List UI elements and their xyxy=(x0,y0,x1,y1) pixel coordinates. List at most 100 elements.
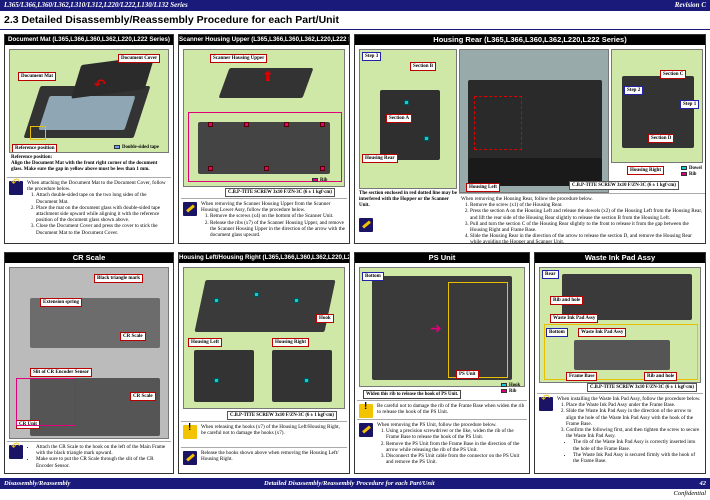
screwdriver-icon xyxy=(183,202,197,216)
legend-dowel-text: Dowel xyxy=(689,166,702,172)
legend-rib-text: Rib xyxy=(509,389,517,395)
housing-lr-instructions: Release the hooks shown above when remov… xyxy=(181,447,347,465)
ps-unit-warning: Be careful not to damage the rib of the … xyxy=(357,400,527,418)
reference-note-body: Align the Document Mat with the front ri… xyxy=(11,161,158,172)
panel-title: PS Unit xyxy=(355,253,529,263)
legend-dowel-rib: Dowel Rib xyxy=(681,166,702,178)
reassembly-icon xyxy=(9,444,23,459)
label-document-cover: Document Cover xyxy=(118,54,161,63)
label-hook: Hook xyxy=(316,314,334,323)
instr-sub-bullets: The rib of the Waste Ink Pad Assy is cor… xyxy=(573,439,701,464)
caution-icon xyxy=(183,425,197,439)
rib-swatch xyxy=(681,172,687,177)
header-revision: Revision C xyxy=(674,1,706,9)
instr-intro: When attaching the Document Mat to the D… xyxy=(27,180,166,193)
label-extension-spring: Extension spring xyxy=(40,298,82,307)
waste-ink-pad xyxy=(574,340,670,370)
legend-rib-text: Rib xyxy=(320,178,328,184)
footer-middle: Detailed Disassembly/Reassembly Procedur… xyxy=(264,480,435,487)
instr-steps: Using a precision screwdriver or the lik… xyxy=(386,428,525,465)
waste-ink-photo: Rear Rib and hole Waste Ink Pad Assy Bot… xyxy=(539,267,701,383)
label-housing-left: Housing Left xyxy=(466,183,500,192)
instr-step: Pull and turn the section C of the Housi… xyxy=(470,221,703,233)
ps-unit-caption: Widen this rib to release the hook of PS… xyxy=(363,390,462,399)
instr-steps: Remove the screw (x1) of the Housing Rea… xyxy=(470,202,703,243)
dowel-marker xyxy=(424,136,429,141)
hook-marker xyxy=(294,298,299,303)
label-cr-scale-a: CR Scale xyxy=(120,332,146,341)
section-divider xyxy=(0,29,710,30)
detail-frame xyxy=(544,324,698,380)
screw-spec: C.B.P-TITE SCREW 3x10 F/ZN-3C (6 ± 1 kgf… xyxy=(227,411,337,420)
legend-double-sided-tape: Double-sided tape xyxy=(114,145,159,151)
reference-note-title: Reference position: xyxy=(11,155,53,160)
instr-step: Release the ribs (x7) of the Scanner Hou… xyxy=(210,220,345,239)
section-title: 2.3 Detailed Disassembly/Reassembly Proc… xyxy=(4,14,339,26)
interference-zone xyxy=(474,96,522,150)
dowel-marker xyxy=(404,100,409,105)
rib-marker xyxy=(264,166,269,171)
housing-left-part xyxy=(194,350,254,402)
hook-swatch xyxy=(501,383,507,387)
frame-base xyxy=(372,276,512,380)
instr-step: Remove the screws (x4) on the bottom of … xyxy=(210,213,345,219)
footer-bar: Disassembly/Reassembly Detailed Disassem… xyxy=(0,478,710,489)
document-mat-photo: ↶ Document Cover Document Mat Reference … xyxy=(9,49,169,153)
panel-title: Housing Rear (L365,L366,L360,L362,L220,L… xyxy=(355,35,705,45)
label-frame-base: Frame Base xyxy=(566,372,598,381)
label-document-mat: Document Mat xyxy=(18,72,57,81)
label-waste-ink-pad-assy: Waste Ink Pad Assy xyxy=(550,314,599,323)
detail-frame xyxy=(16,378,76,426)
instr-bullet: Make sure to put the CR Scale through th… xyxy=(36,456,169,468)
instr-step: Slide the Housing Rear in the direction … xyxy=(470,233,703,243)
panel-title: Scanner Housing Upper (L365,L366,L360,L3… xyxy=(179,35,349,45)
instr-steps: Attach double-sided tape on the two long… xyxy=(36,192,169,235)
legend-rib-text: Rib xyxy=(689,172,697,178)
instr-step: Attach double-sided tape on the two long… xyxy=(36,192,169,204)
rib-swatch xyxy=(501,389,507,394)
label-housing-right: Housing Right xyxy=(627,166,664,175)
screwdriver-icon xyxy=(359,423,373,437)
housing-right-part xyxy=(272,350,332,402)
label-section-d: Section D xyxy=(648,134,675,143)
rib-swatch xyxy=(312,178,318,182)
hook-marker xyxy=(214,298,219,303)
waste-ink-instructions: When installing the Waste Ink Pad Assy, … xyxy=(537,393,703,466)
instr-step: Place the Waste Ink Pad Assy under the F… xyxy=(566,402,701,408)
screwdriver-icon xyxy=(359,218,373,232)
footer-page-number: 42 xyxy=(699,480,707,487)
scanner-photo: ⬆ Scanner Housing Upper Rib xyxy=(183,49,345,187)
housing-lr-warning: When releasing the hooks (x7) of the Hou… xyxy=(181,421,347,439)
instr-step: Press the section A on the Housing Left … xyxy=(470,208,703,220)
instr-intro: When removing the Housing Rear, follow t… xyxy=(461,196,593,202)
screw-spec: C.B.P-TITE SCREW 3x10 F/ZN-3C (6 ± 1 kgf… xyxy=(587,383,697,392)
hook-marker xyxy=(214,378,219,383)
rotate-arrow-icon: ↶ xyxy=(94,77,106,93)
rib-marker xyxy=(320,166,325,171)
label-rear: Rear xyxy=(542,270,559,279)
hook-marker xyxy=(304,378,309,383)
rib-marker xyxy=(320,122,325,127)
screw-spec: C.B.P-TITE SCREW 3x10 F/ZN-3C (6 ± 1 kgf… xyxy=(569,181,679,190)
housing-rear-photo-main: Housing Left xyxy=(459,49,609,193)
panel-title: Housing Left/Housing Right (L365,L366,L3… xyxy=(179,253,349,263)
screwdriver-icon xyxy=(183,451,197,465)
hook-marker xyxy=(254,292,259,297)
label-step3: Step 3 xyxy=(362,52,382,61)
panel-ps-unit: PS Unit Bottom ➜ PS Unit Hook Rib Widen … xyxy=(354,252,530,474)
housing-lr-photo: Hook Housing Left Housing Right xyxy=(183,267,345,409)
panel-waste-ink-pad: Waste Ink Pad Assy Rear Rib and hole Was… xyxy=(534,252,706,474)
reassembly-icon xyxy=(539,396,553,411)
housing-frame xyxy=(194,280,336,332)
label-step2: Step 2 xyxy=(624,86,644,95)
red-frame-note-text: The section enclosed in red dotted line … xyxy=(359,191,457,208)
instr-steps: Place the Waste Ink Pad Assy under the F… xyxy=(566,402,701,439)
scanner-underside xyxy=(198,122,330,174)
reference-corner-marker xyxy=(30,126,46,140)
scanner-instructions: When removing the Scanner Housing Upper … xyxy=(181,198,347,240)
legend-hook-text: Hook xyxy=(509,383,521,389)
instr-intro: When removing the Scanner Housing Upper … xyxy=(201,201,331,214)
label-scanner-housing-upper: Scanner Housing Upper xyxy=(210,54,268,63)
warn-text: When releasing the hooks (x7) of the Hou… xyxy=(201,424,340,437)
label-section-b: Section B xyxy=(410,62,437,71)
